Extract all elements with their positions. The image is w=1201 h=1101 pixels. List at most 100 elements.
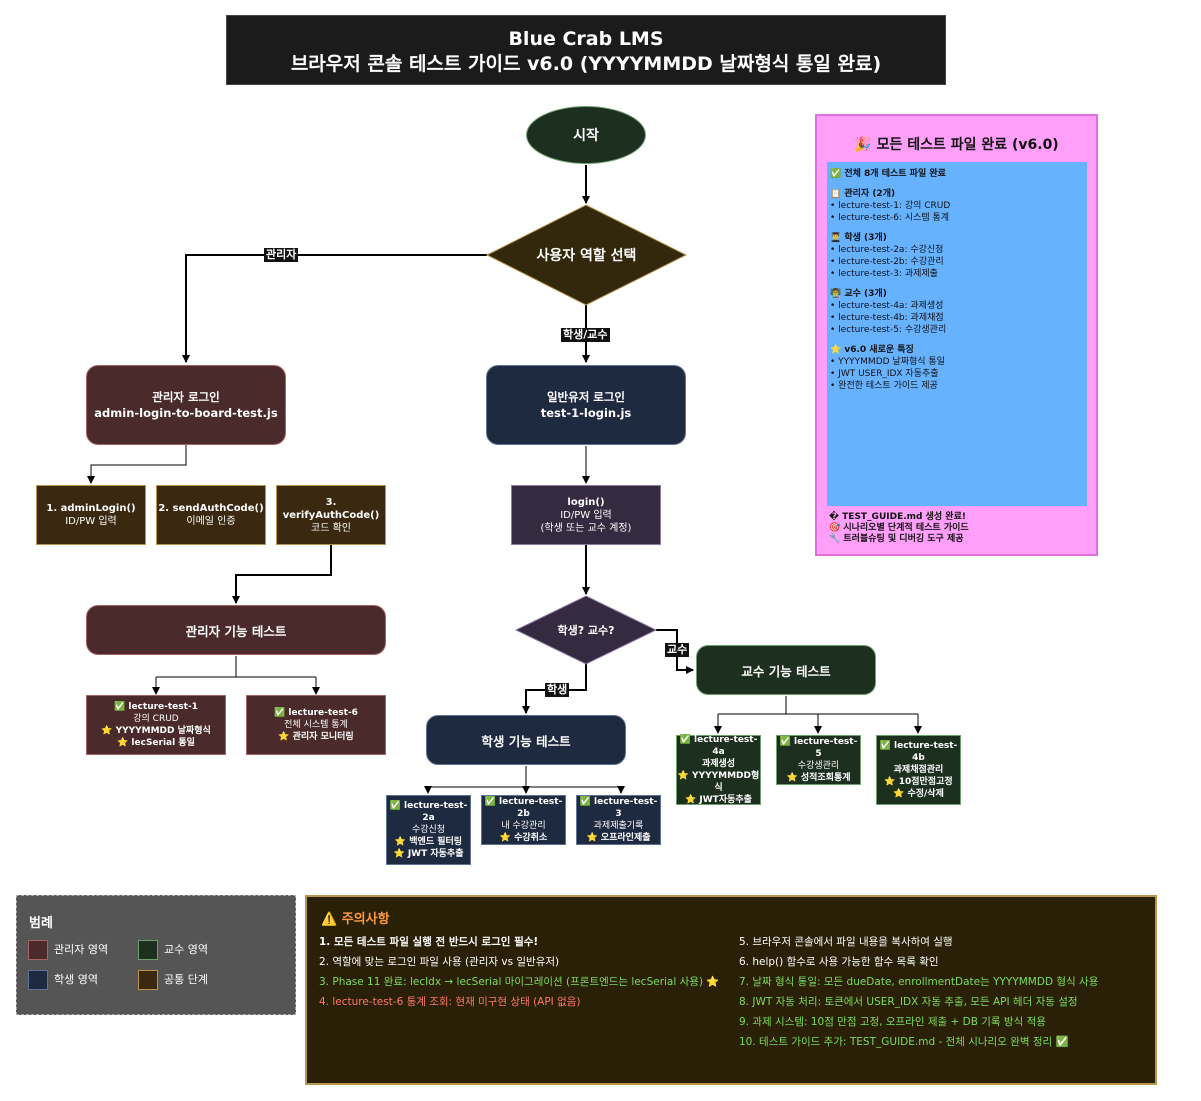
- title-line1: Blue Crab LMS: [508, 28, 664, 50]
- legend-label-student: 학생 영역: [54, 973, 98, 986]
- summary-footer-line: 🎯 시나리오별 단계적 테스트 가이드: [829, 523, 969, 533]
- card-lecture-test-4b: ✅ lecture-test-4b 과제채점관리 ⭐ 10점만점고정 ⭐ 수정/…: [876, 735, 961, 805]
- legend-swatch-student: [28, 970, 48, 990]
- card-feature: ⭐ JWT자동추출: [685, 795, 752, 805]
- note-item: 6. help() 함수로 사용 가능한 함수 목록 확인: [739, 956, 939, 968]
- edge-studenttest-cards: [428, 766, 621, 788]
- role-select-diamond: [485, 204, 688, 306]
- card-feature: ⭐ lecSerial 통일: [117, 738, 195, 748]
- branch-diamond: [514, 595, 658, 665]
- summary-panel: 🎉 모든 테스트 파일 완료 (v6.0) ✅ 전체 8개 테스트 파일 완료 📋…: [815, 114, 1098, 556]
- diagram-title: Blue Crab LMS 브라우저 콘솔 테스트 가이드 v6.0 (YYYY…: [226, 15, 946, 85]
- summary-footer-line: 🔧 트러블슈팅 및 디버깅 도구 제공: [829, 534, 964, 544]
- admin-login-title: 관리자 로그인: [152, 390, 220, 404]
- legend-swatch-common: [138, 970, 158, 990]
- login-fn-desc: ID/PW 입력: [560, 509, 612, 521]
- card-feature: ⭐ 관리자 모니터링: [278, 732, 354, 742]
- card-lecture-test-6: ✅ lecture-test-6 전체 시스템 통계 ⭐ 관리자 모니터링: [246, 695, 386, 755]
- summary-item: • YYYYMMDD 날짜형식 통일: [830, 357, 945, 367]
- admin-test-node: 관리자 기능 테스트: [86, 605, 386, 655]
- card-feature: ⭐ 10점만점고정: [884, 777, 953, 787]
- card-feature: ⭐ JWT 자동추출: [393, 849, 464, 859]
- card-feature: ⭐ 백엔드 필터링: [394, 837, 463, 847]
- title-line2: 브라우저 콘솔 테스트 가이드 v6.0 (YYYYMMDD 날짜형식 통일 완…: [290, 53, 882, 75]
- note-item: 9. 과제 시스템: 10점 만점 고정, 오프라인 제출 + DB 기록 방식…: [739, 1016, 1046, 1028]
- summary-item: • lecture-test-3: 과제제출: [830, 269, 938, 279]
- role-select-node: 사용자 역할 선택: [487, 238, 686, 272]
- summary-item: • lecture-test-5: 수강생관리: [830, 325, 947, 335]
- admin-step-2-fn: 2. sendAuthCode(): [158, 503, 264, 514]
- summary-list: ✅ 전체 8개 테스트 파일 완료 📋 관리자 (2개) • lecture-tes…: [827, 162, 1087, 506]
- card-desc: 전체 시스템 통계: [284, 720, 348, 730]
- card-feature: ⭐ 오프라인제출: [586, 833, 651, 843]
- summary-heading: 👨‍🏫 교수 (3개): [830, 289, 887, 299]
- summary-item: • lecture-test-4b: 과제채점: [830, 313, 944, 323]
- card-title: ✅ lecture-test-5: [779, 737, 858, 759]
- card-lecture-test-5: ✅ lecture-test-5 수강생관리 ⭐ 성적조회통계: [776, 735, 861, 785]
- note-item: 7. 날짜 형식 통일: 모든 dueDate, enrollmentDate는…: [739, 976, 1099, 988]
- card-desc: 과제채점관리: [893, 765, 944, 775]
- admin-step-1-desc: ID/PW 입력: [65, 516, 117, 527]
- card-feature: ⭐ 성적조회통계: [786, 773, 851, 783]
- card-lecture-test-3: ✅ lecture-test-3 과제제출기록 ⭐ 오프라인제출: [576, 795, 661, 845]
- start-node: 시작: [526, 106, 646, 164]
- edge-label-admin: 관리자: [264, 248, 299, 262]
- login-fn-name: login(): [567, 496, 605, 508]
- summary-item: • lecture-test-1: 강의 CRUD: [830, 201, 951, 211]
- edge-admin-steps-test: [232, 545, 332, 604]
- summary-item: • lecture-test-4a: 과제생성: [830, 301, 944, 311]
- summary-item: • lecture-test-2b: 수강관리: [830, 257, 944, 267]
- edge-label-student-prof: 학생/교수: [561, 328, 610, 342]
- legend-title: 범례: [29, 916, 53, 931]
- card-feature: 식: [714, 783, 723, 793]
- edge-label-prof: 교수: [665, 643, 690, 657]
- user-login-title: 일반유저 로그인: [546, 390, 626, 404]
- summary-heading: 👨‍🎓 학생 (3개): [830, 233, 887, 243]
- admin-test-label: 관리자 기능 테스트: [185, 623, 287, 639]
- edge-admintest-cards: [155, 656, 317, 693]
- prof-test-label: 교수 기능 테스트: [741, 663, 831, 679]
- card-title: ✅ lecture-test-3: [579, 797, 658, 819]
- note-item: 8. JWT 자동 처리: 토큰에서 USER_IDX 자동 추출, 모든 AP…: [739, 996, 1078, 1008]
- student-test-node: 학생 기능 테스트: [426, 715, 626, 765]
- branch-label: 학생? 교수?: [557, 624, 615, 637]
- admin-login-file: admin-login-to-board-test.js: [94, 406, 278, 420]
- user-login-node: 일반유저 로그인 test-1-login.js: [486, 365, 686, 445]
- admin-step-3-fn: 3. verifyAuthCode(): [282, 496, 380, 521]
- admin-step-1-fn: 1. adminLogin(): [46, 503, 136, 514]
- summary-footer-line: � TEST_GUIDE.md 생성 완료!: [829, 512, 966, 522]
- card-desc: 수강신청: [411, 825, 446, 835]
- card-title: ✅ lecture-test-4b: [879, 741, 958, 763]
- admin-login-node: 관리자 로그인 admin-login-to-board-test.js: [86, 365, 286, 445]
- card-title: ✅ lecture-test-6: [274, 708, 358, 718]
- role-select-label: 사용자 역할 선택: [536, 248, 637, 264]
- summary-title: 🎉 모든 테스트 파일 완료 (v6.0): [854, 137, 1059, 153]
- admin-step-3: 3. verifyAuthCode() 코드 확인: [276, 485, 386, 545]
- login-function-node: login() ID/PW 입력 (학생 또는 교수 계정): [511, 485, 661, 545]
- summary-item: • lecture-test-6: 시스템 통계: [830, 213, 950, 223]
- card-desc: 과제제출기록: [593, 821, 644, 831]
- note-item: 4. lecture-test-6 통계 조회: 현재 미구현 상태 (API …: [319, 996, 581, 1008]
- notes-title: ⚠️ 주의사항: [321, 912, 390, 927]
- user-login-file: test-1-login.js: [540, 406, 632, 420]
- card-desc: 과제생성: [701, 759, 736, 769]
- summary-heading: ✅ 전체 8개 테스트 파일 완료: [830, 169, 946, 179]
- legend-swatch-prof: [138, 940, 158, 960]
- summary-heading: 📋 관리자 (2개): [830, 189, 896, 199]
- note-item: 5. 브라우저 콘솔에서 파일 내용을 복사하여 실행: [739, 936, 953, 948]
- edge-role-admin: [182, 254, 487, 363]
- card-desc: 강의 CRUD: [133, 714, 179, 724]
- card-feature: ⭐ 수정/삭제: [893, 789, 944, 799]
- admin-step-3-desc: 코드 확인: [311, 522, 351, 534]
- branch-node: 학생? 교수?: [516, 620, 656, 640]
- student-test-label: 학생 기능 테스트: [481, 733, 571, 749]
- summary-item: • JWT USER_IDX 자동추출: [830, 369, 939, 379]
- card-desc: 내 수강관리: [501, 821, 546, 831]
- edge-label-student: 학생: [545, 683, 570, 697]
- summary-heading: ⭐ v6.0 새로운 특징: [830, 345, 914, 355]
- card-desc: 수강생관리: [797, 761, 840, 771]
- card-title: ✅ lecture-test-4a: [679, 735, 758, 757]
- admin-step-2: 2. sendAuthCode() 이메일 인증: [156, 485, 266, 545]
- summary-footer: � TEST_GUIDE.md 생성 완료! 🎯 시나리오별 단계적 테스트 가…: [829, 512, 969, 545]
